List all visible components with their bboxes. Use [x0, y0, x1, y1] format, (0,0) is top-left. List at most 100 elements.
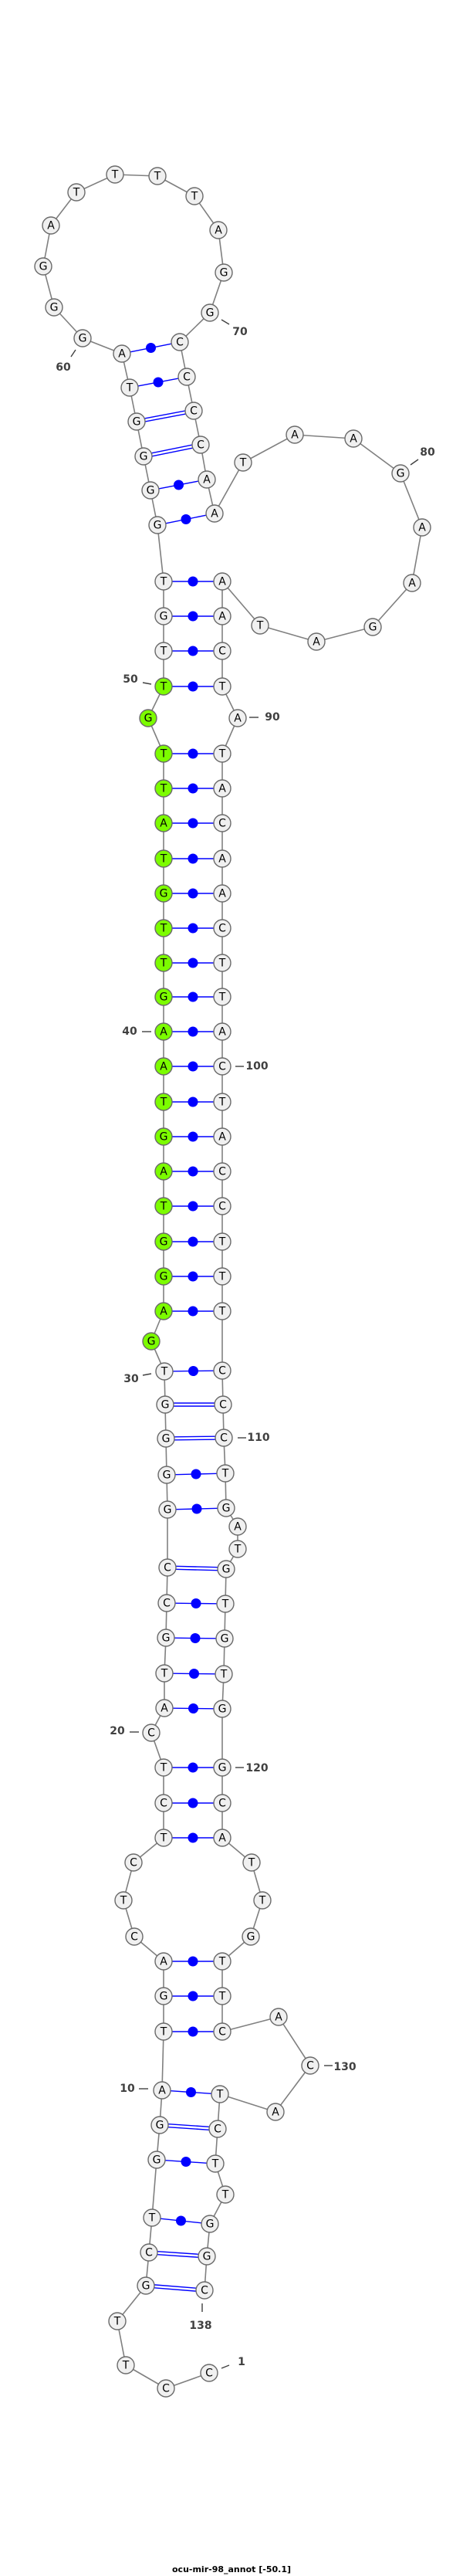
nucleotide: C: [124, 1853, 143, 1872]
nucleotide-letter: G: [397, 468, 405, 480]
nucleotide: T: [154, 2022, 173, 2041]
position-label: 60: [56, 361, 71, 374]
base-pair: [144, 410, 186, 422]
nucleotide-circle: [216, 2185, 235, 2204]
position-tick: [142, 682, 152, 685]
base-pair: [157, 2251, 199, 2258]
nucleotide: C: [213, 1057, 231, 1076]
nucleotide-circle: [209, 221, 228, 239]
nucleotide: A: [205, 504, 224, 523]
nucleotide-letter: G: [147, 485, 155, 497]
nucleotide: T: [154, 954, 173, 972]
nucleotide-circle: [213, 814, 231, 832]
base-pair: [172, 1201, 214, 1212]
pair-bond-line: [176, 1565, 218, 1568]
base-pair: [172, 991, 214, 1002]
base-pair: [172, 1366, 215, 1376]
nucleotide-letter: C: [201, 2285, 208, 2297]
nucleotide-letter: A: [160, 1026, 167, 1039]
nucleotide-letter: C: [218, 1798, 226, 1810]
nucleotide-letter: G: [247, 1931, 255, 1944]
pair-bond-dot: [188, 1366, 198, 1376]
nucleotide-letter: C: [145, 2247, 153, 2259]
nucleotide-letter: T: [216, 2089, 224, 2101]
nucleotide-circle: [213, 1162, 231, 1181]
base-pair: [130, 343, 172, 353]
nucleotide-circle: [214, 1395, 232, 1414]
nucleotide-letter: A: [218, 853, 226, 866]
nucleotide-letter: T: [160, 783, 167, 795]
nucleotide: T: [213, 988, 231, 1006]
nucleotide-letter: G: [160, 611, 168, 623]
pair-bond-dot: [188, 1306, 198, 1317]
nucleotide: T: [108, 2312, 127, 2330]
nucleotide: A: [153, 2081, 171, 2100]
nucleotide: T: [228, 1540, 247, 1558]
nucleotide-circle: [213, 572, 231, 591]
nucleotide-letter: T: [218, 1271, 226, 1283]
nucleotide-letter: T: [160, 958, 167, 970]
nucleotide-letter: G: [162, 1433, 171, 1446]
base-pair: [172, 1956, 214, 1967]
position-label: 100: [245, 1060, 268, 1073]
nucleotide-circle: [213, 677, 231, 696]
nucleotide: C: [215, 1429, 233, 1447]
nucleotide-circle: [154, 849, 173, 868]
nucleotide-letter: G: [206, 2218, 215, 2231]
nucleotide-letter: T: [160, 576, 167, 588]
nucleotide-letter: G: [163, 1469, 171, 1482]
nucleotide-letter: G: [144, 713, 153, 725]
nucleotide: C: [213, 642, 231, 660]
nucleotide: T: [155, 1664, 174, 1683]
nucleotide-letter: T: [220, 1669, 228, 1681]
base-pair: [172, 1061, 214, 1072]
pair-bond-dot: [191, 1503, 202, 1514]
nucleotide-circle: [213, 1022, 231, 1041]
nucleotide-circle: [217, 1499, 235, 1517]
pair-bond-dot: [188, 1026, 198, 1037]
base-pair: [172, 748, 214, 759]
nucleotide-circle: [154, 1162, 173, 1181]
nucleotide-letter: T: [73, 187, 80, 199]
nucleotide-circle: [143, 2208, 161, 2227]
nucleotide-letter: A: [160, 1166, 167, 1178]
nucleotide: G: [215, 1629, 234, 1648]
nucleotide-circle: [154, 1758, 173, 1777]
nucleotide: G: [242, 1927, 260, 1946]
nucleotide-letter: C: [218, 818, 226, 830]
nucleotide-circle: [154, 1267, 173, 1286]
nucleotide-letter: C: [205, 2368, 213, 2380]
nucleotide: G: [154, 1127, 173, 1146]
nucleotide-letter: A: [218, 888, 226, 900]
nucleotide-letter: G: [160, 1991, 168, 2003]
pair-bond-dot: [188, 1703, 198, 1713]
backbone-segment: [214, 462, 244, 514]
base-pair: [172, 888, 214, 899]
nucleotide-letter: A: [350, 433, 357, 446]
pair-bond-dot: [188, 853, 198, 864]
base-pair: [172, 1096, 214, 1107]
nucleotide-circle: [127, 412, 146, 431]
nucleotide: G: [45, 298, 63, 317]
base-pair: [172, 923, 214, 934]
nucleotide-circle: [213, 884, 231, 903]
nucleotide-circle: [154, 1093, 173, 1111]
base-pair: [172, 576, 214, 587]
nucleotide: G: [217, 1499, 235, 1517]
nucleotide-circle: [266, 2103, 285, 2121]
nucleotide-letter: A: [272, 2107, 279, 2119]
nucleotide-circle: [157, 1466, 176, 1484]
nucleotide: T: [216, 1595, 235, 1613]
nucleotide-circle: [45, 298, 63, 317]
nucleotide-letter: G: [142, 2280, 150, 2293]
nucleotide-circle: [154, 1952, 173, 1971]
nucleotide-letter: G: [50, 302, 59, 314]
nucleotide: A: [113, 344, 131, 363]
nucleotides: CCTTGCTGGATGACTCTCTCATGCCGGGGTGAGGTAGTAA…: [34, 165, 431, 2398]
nucleotide-letter: C: [130, 1931, 138, 1944]
nucleotide-letter: A: [291, 429, 299, 442]
position-tick: [70, 349, 76, 358]
position-tick: [410, 459, 419, 466]
nucleotide: T: [213, 1987, 231, 2005]
nucleotide-circle: [141, 481, 160, 500]
